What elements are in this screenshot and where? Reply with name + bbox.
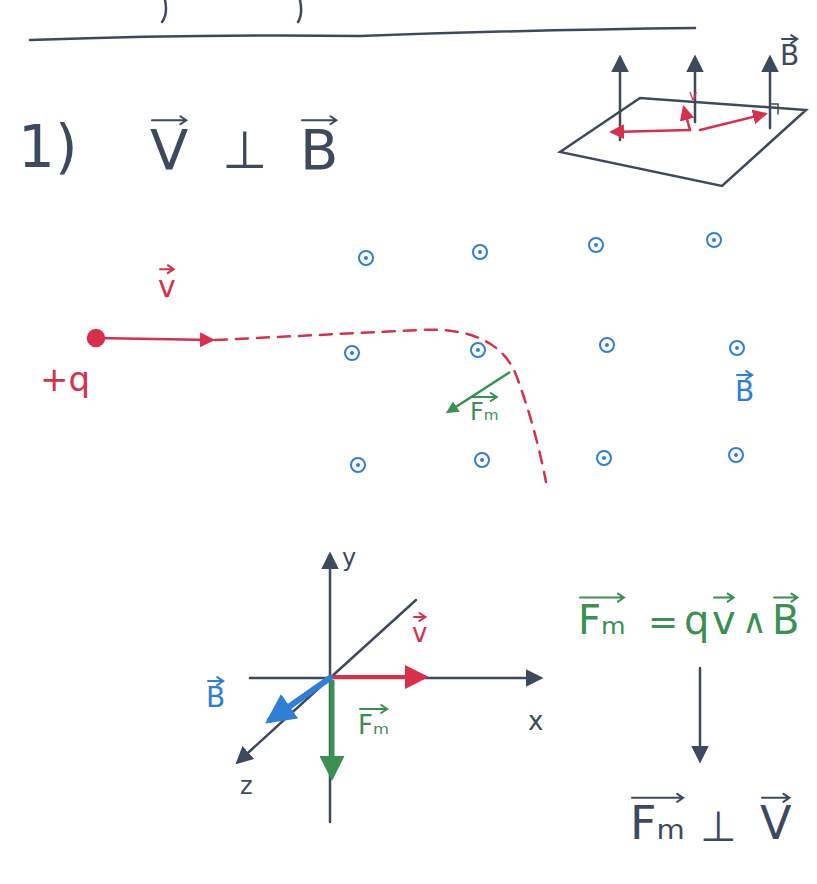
field-label: B bbox=[735, 378, 754, 406]
velocity-arrow bbox=[700, 114, 765, 130]
partial-stroke bbox=[162, 0, 166, 22]
field-arrow bbox=[769, 58, 772, 128]
vector-symbol: B bbox=[300, 122, 338, 178]
divider-line bbox=[30, 28, 695, 40]
formula-part: B bbox=[772, 600, 799, 640]
y-axis bbox=[329, 555, 332, 822]
formula-part: ∧ bbox=[742, 604, 767, 638]
axis-label: y bbox=[342, 546, 356, 570]
implies-arrow bbox=[699, 668, 702, 760]
velocity-arrow bbox=[684, 108, 690, 130]
force-label: Fₘ bbox=[470, 400, 499, 424]
result-part: Fₘ bbox=[630, 800, 685, 846]
velocity-arrow bbox=[96, 338, 212, 340]
velocity-arrow bbox=[612, 130, 690, 132]
field-label: B bbox=[206, 684, 225, 712]
formula-part: = bbox=[648, 604, 678, 640]
charge-label: +q bbox=[40, 362, 90, 396]
field-arrow bbox=[619, 58, 622, 140]
field-dot-centres bbox=[350, 238, 739, 467]
field-label: B bbox=[780, 42, 799, 70]
field-vector bbox=[270, 678, 330, 720]
right-angle-mark bbox=[770, 104, 778, 114]
velocity-vector bbox=[332, 675, 424, 679]
force-label: Fₘ bbox=[358, 712, 389, 738]
axis-label: x bbox=[528, 708, 543, 734]
velocity-label: v bbox=[158, 272, 176, 302]
vector-symbol: V bbox=[150, 122, 188, 178]
formula-part: v bbox=[712, 600, 736, 640]
red-strokes bbox=[88, 108, 765, 677]
result-part: ⊥ bbox=[700, 806, 737, 848]
velocity-label: v bbox=[412, 620, 427, 646]
formula-part: Fₘ bbox=[578, 600, 626, 640]
axis-extension bbox=[330, 600, 416, 678]
field-dots bbox=[345, 233, 744, 472]
x-axis bbox=[250, 677, 540, 680]
force-vector bbox=[330, 680, 335, 776]
z-axis bbox=[238, 678, 330, 762]
vector-overbars bbox=[152, 35, 797, 802]
axis-label: z bbox=[240, 774, 253, 798]
partial-stroke bbox=[298, 0, 301, 22]
perpendicular-sign: ⊥ bbox=[222, 124, 267, 176]
ink-strokes bbox=[30, 0, 806, 822]
velocity-label: v bbox=[689, 88, 697, 102]
result-part: V bbox=[760, 800, 791, 846]
formula-part: q bbox=[684, 600, 709, 640]
item-number: 1) bbox=[18, 118, 78, 176]
trajectory bbox=[215, 330, 546, 482]
